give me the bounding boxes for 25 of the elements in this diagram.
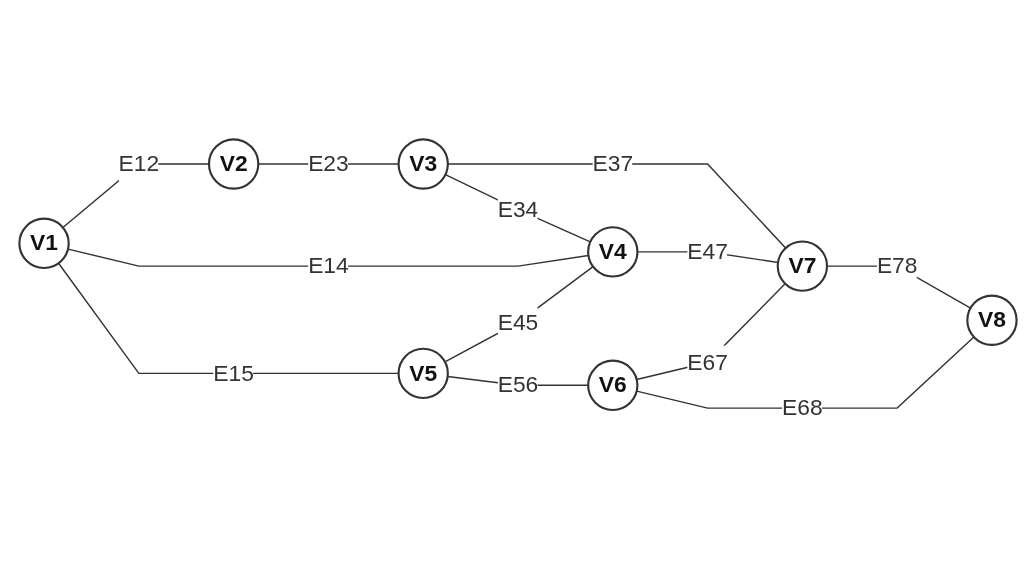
node-circle: V4: [587, 226, 639, 278]
node-circle: V6: [587, 359, 639, 412]
edge-label: E56: [497, 372, 539, 397]
edge-label: E67: [687, 349, 728, 375]
edge-label: E37: [592, 151, 634, 176]
connector: [444, 266, 594, 363]
edge-label: E47: [687, 239, 728, 264]
connector: [636, 283, 786, 381]
edge-label: E34: [497, 197, 539, 222]
edge-label: E45: [497, 309, 539, 335]
edge-label: E23: [308, 151, 349, 176]
node-circle: V5: [397, 347, 449, 400]
node-circle: V7: [776, 240, 829, 292]
connector: [444, 174, 591, 243]
node-circle: V2: [207, 138, 260, 190]
edge-label: E14: [308, 253, 349, 278]
edge-label: E12: [118, 151, 160, 176]
edge-label: E15: [213, 360, 254, 385]
node-circle: V8: [966, 294, 1018, 347]
node-circle: V3: [397, 138, 449, 190]
connector: [447, 163, 787, 249]
edge-label: E78: [876, 253, 918, 278]
connector: [636, 336, 975, 409]
edge-label: E68: [782, 395, 823, 420]
node-circle: V1: [18, 217, 70, 270]
